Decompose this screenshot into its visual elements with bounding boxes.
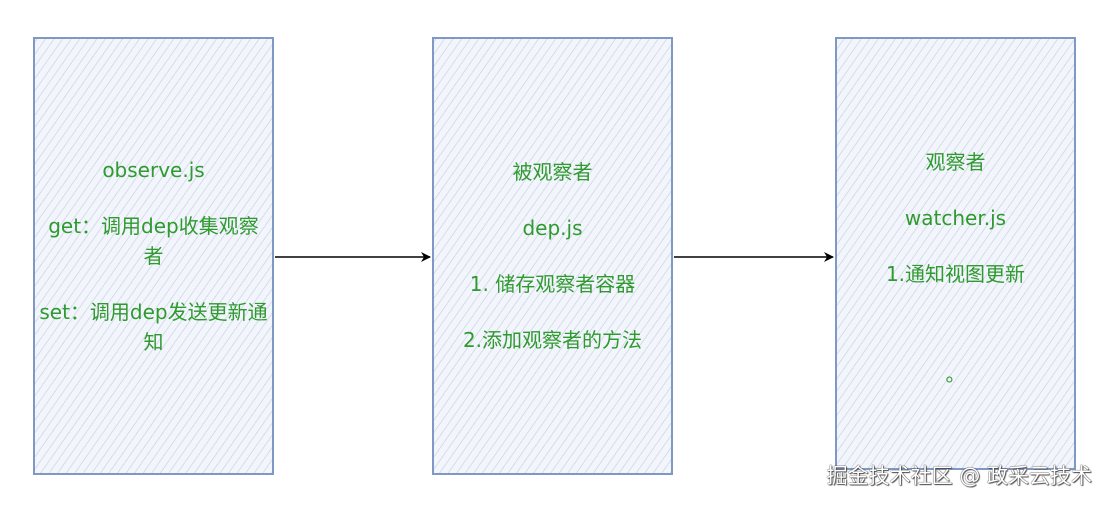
dep-title: 被观察者 (512, 160, 593, 184)
watcher-node: 观察者 watcher.js 1.通知视图更新 。 (835, 37, 1076, 470)
observe-set-text: set：调用dep发送更新通知 (39, 300, 268, 354)
observe-title: observe.js (102, 158, 205, 182)
watcher-dot: 。 (945, 362, 966, 386)
dep-node: 被观察者 dep.js 1. 储存观察者容器 2.添加观察者的方法 (432, 37, 673, 475)
watcher-item-1: 1.通知视图更新 (885, 262, 1026, 286)
dep-item-1: 1. 储存观察者容器 (469, 272, 636, 296)
dep-item-2: 2.添加观察者的方法 (462, 328, 643, 352)
dep-file: dep.js (522, 216, 583, 240)
observe-node: observe.js get：调用dep收集观察者 set：调用dep发送更新通… (33, 37, 274, 475)
watcher-title: 观察者 (925, 150, 986, 174)
observe-get-text: get：调用dep收集观察者 (48, 214, 259, 268)
watcher-file: watcher.js (904, 206, 1007, 230)
watermark: 掘金技术社区 @ 政采云技术 (826, 464, 1092, 488)
